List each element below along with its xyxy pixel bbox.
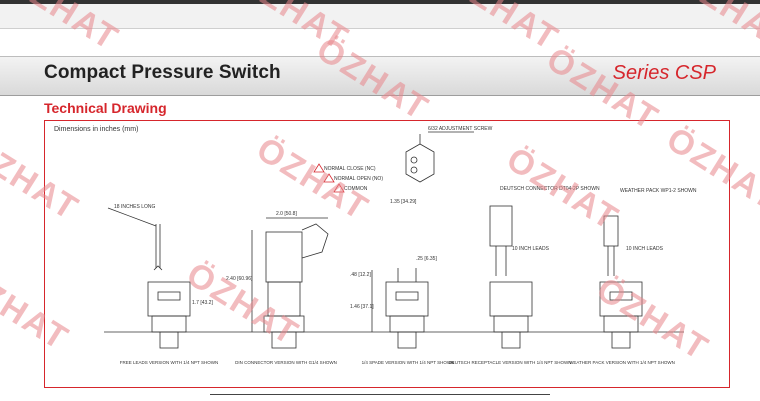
label-inch-leads-1: 10 INCH LEADS xyxy=(512,246,550,252)
warning-triangles xyxy=(313,163,345,193)
label-dim-135: 1.35 [34.29] xyxy=(390,199,417,205)
label-inch-leads-2: 10 INCH LEADS xyxy=(626,246,664,252)
dimensions-note: Dimensions in inches (mm) xyxy=(54,126,139,133)
label-leads-long: 18 INCHES LONG xyxy=(114,204,156,210)
label-weather-pack: WEATHER PACK WP1-2 SHOWN xyxy=(620,188,697,194)
drawing-frame xyxy=(44,120,730,388)
top-bar xyxy=(0,0,760,4)
din-connector-switch xyxy=(251,217,329,349)
table-edge xyxy=(210,394,550,401)
free-leads-switch xyxy=(147,224,191,349)
leads-leader xyxy=(107,207,157,227)
caption-deutsch: DEUTSCH RECEPTACLE VERSION WITH 1/4 NPT … xyxy=(448,360,571,365)
page-title: Compact Pressure Switch xyxy=(44,62,281,83)
section-heading: Technical Drawing xyxy=(44,100,167,116)
header-strip xyxy=(0,56,760,96)
label-common: COMMON xyxy=(344,186,368,192)
label-deutsch-connector: DEUTSCH CONNECTOR DT04-2P SHOWN xyxy=(500,186,600,192)
label-normal-close: NORMAL CLOSE (NC) xyxy=(324,166,376,172)
caption-free-leads: FREE LEADS VERSION WITH 1/4 NPT SHOWN xyxy=(120,360,218,365)
divider xyxy=(0,28,760,29)
label-dim-240: 2.40 [60.96] xyxy=(226,276,253,282)
top-band xyxy=(0,4,760,28)
top-view-detail xyxy=(405,131,474,183)
label-dim-17: 1.7 [43.2] xyxy=(192,300,213,306)
caption-weather-pack: WEATHER PACK VERSION WITH 1/4 NPT SHOWN xyxy=(569,360,675,365)
spade-switch xyxy=(371,268,429,349)
deutsch-switch xyxy=(489,205,533,349)
technical-drawing: 6/32 ADJUSTMENT SCREW NORMAL CLOSE (NC) … xyxy=(104,126,697,365)
caption-spade: 1/4 SPADE VERSION WITH 1/4 NPT SHOWN xyxy=(362,360,455,365)
label-dim-25: .25 [6.35] xyxy=(416,256,437,262)
series-name: Series CSP xyxy=(612,62,716,84)
weather-pack-switch xyxy=(599,215,643,349)
label-normal-open: NORMAL OPEN (NO) xyxy=(334,176,383,182)
label-adjust-screw: 6/32 ADJUSTMENT SCREW xyxy=(428,126,493,132)
label-dim-146: 1.46 [37.1] xyxy=(350,304,374,310)
caption-din-connector: DIN CONNECTOR VERSION WITH G1/4 SHOWN xyxy=(235,360,337,365)
label-dim-48: .48 [12.2] xyxy=(350,272,371,278)
label-dim-20: 2.0 [50.8] xyxy=(276,211,297,217)
